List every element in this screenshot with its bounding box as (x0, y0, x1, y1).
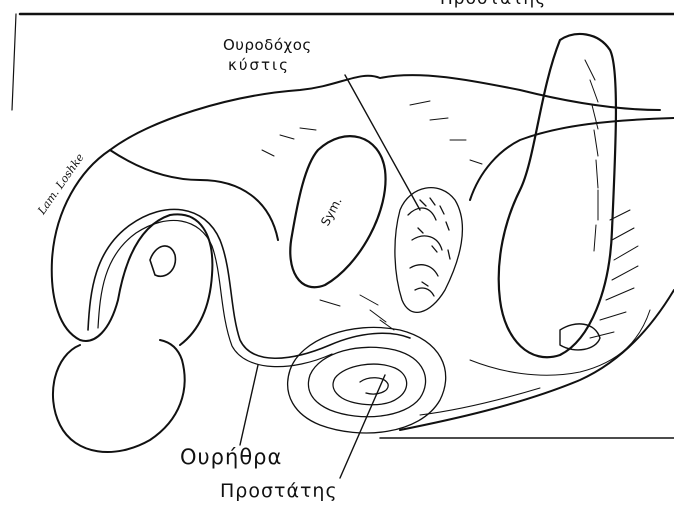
urethra-pointer (240, 365, 258, 445)
prostate-label: Προστάτης (220, 482, 338, 501)
body-contour (110, 75, 660, 150)
bladder-label-line-2: κύστις (228, 58, 290, 73)
scrotum (53, 340, 185, 452)
urethra-line-inner (98, 220, 332, 366)
rectal-shading (420, 210, 650, 415)
bladder-label-line-1: Ουροδόχος (223, 38, 312, 53)
rectum-wall-upper (470, 118, 674, 200)
urethra-label: Ουρήθρα (180, 447, 282, 468)
rectum-wall-lower (400, 290, 674, 430)
left-margin-line (12, 14, 16, 110)
glans-tip (150, 246, 175, 276)
bladder-pointer (345, 75, 420, 210)
prostate-gland (288, 327, 446, 433)
bladder-tissue (395, 188, 463, 313)
urethra-line-outer (88, 209, 410, 358)
prostate-pointer (340, 375, 385, 478)
finger-shading (585, 60, 598, 251)
header-fragment-label: Προστάτης (440, 0, 546, 8)
penis-upper-curve (110, 150, 278, 240)
